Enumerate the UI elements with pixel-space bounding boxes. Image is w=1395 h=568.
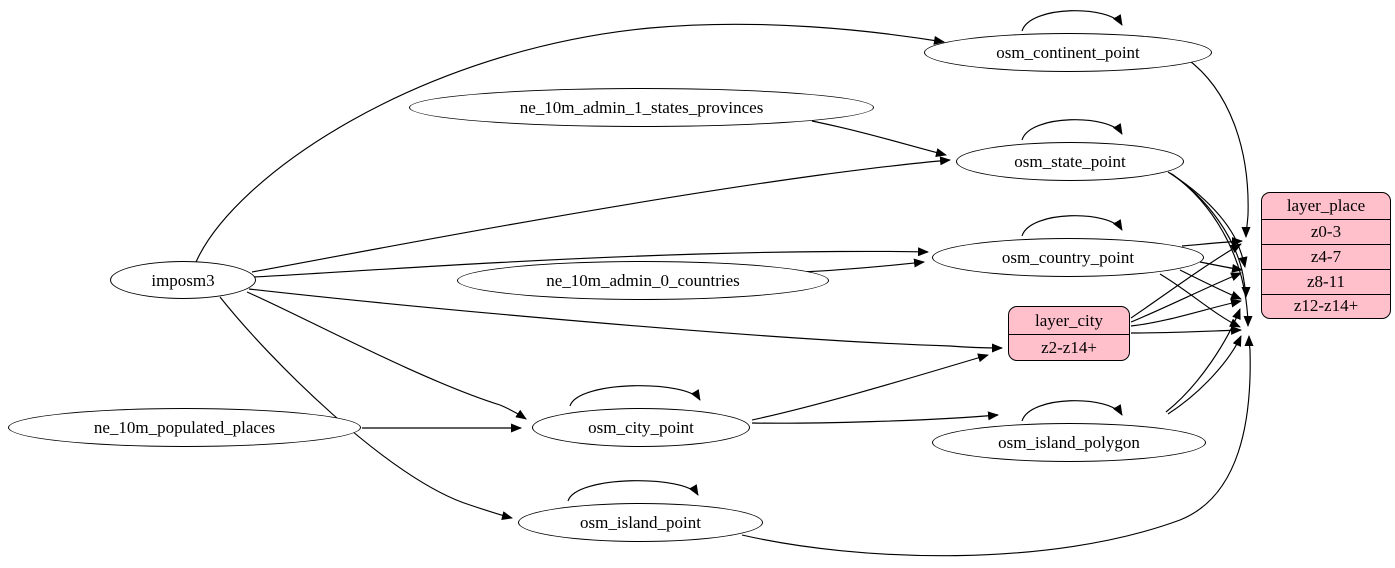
node-label: osm_island_polygon — [998, 433, 1140, 452]
layer_place-zoom-z12-z14plus[interactable]: z12-z14+ — [1262, 293, 1390, 318]
edge-imposm3-to-osm_city_point — [246, 291, 527, 420]
node-layer_city[interactable]: layer_city z2-z14+ — [1008, 306, 1130, 361]
edge-ne_states_provinces-to-osm_state_point — [811, 120, 947, 157]
edge-osm_country_point-to-layer_place-z4-7 — [1199, 261, 1243, 273]
layer_city-title: layer_city — [1035, 310, 1103, 330]
layer_place-zoom-z0-3[interactable]: z0-3 — [1262, 218, 1390, 244]
node-label: osm_state_point — [1014, 152, 1126, 171]
node-osm_state_point[interactable]: osm_state_point — [956, 142, 1184, 181]
edge-imposm3-to-osm_country_point — [253, 247, 929, 278]
edge-osm_state_point-to-layer_place-z12-z14+ — [1171, 173, 1253, 327]
edge-imposm3-to-layer_city — [248, 288, 1003, 353]
node-ne_10m_admin_0_countries[interactable]: ne_10m_admin_0_countries — [457, 261, 829, 300]
edge-osm_city_point-to-osm_island_polygon — [751, 411, 999, 424]
edge-layer_city-to-layer_place-z0-3 — [1130, 243, 1242, 319]
edge-ne_admin_0_countries-to-osm_country_point — [799, 258, 925, 273]
node-osm_island_point[interactable]: osm_island_point — [518, 503, 763, 542]
edge-imposm3-to-osm_island_point — [219, 296, 513, 520]
node-osm_city_point[interactable]: osm_city_point — [532, 408, 750, 447]
node-ne_10m_admin_1_states_provinces[interactable]: ne_10m_admin_1_states_provinces — [409, 88, 874, 127]
edge-layer_city-to-layer_place-z12-z14+ — [1130, 325, 1242, 335]
layer_place-zoom-z8-11[interactable]: z8-11 — [1262, 268, 1390, 294]
edge-osm_continent_point-self-loop — [1021, 10, 1123, 32]
layer_city-zoom-z2-z14plus[interactable]: z2-z14+ — [1009, 334, 1129, 360]
edge-osm_island_polygon-to-layer_place-z8-11 — [1165, 308, 1241, 413]
node-label: osm_city_point — [588, 418, 694, 437]
edge-osm_island_polygon-self-loop — [1021, 400, 1123, 422]
node-label: ne_10m_admin_1_states_provinces — [519, 98, 764, 117]
edge-osm_island_polygon-to-layer_place-z12-z14+ — [1167, 335, 1242, 415]
edge-osm_state_point-self-loop — [1021, 119, 1123, 141]
edge-osm_country_point-to-layer_place-z12-z14+ — [1159, 273, 1241, 328]
node-imposm3[interactable]: imposm3 — [110, 261, 256, 299]
edge-osm_city_point-self-loop — [569, 385, 701, 407]
node-label: osm_island_point — [580, 513, 701, 532]
node-ne_10m_populated_places[interactable]: ne_10m_populated_places — [8, 408, 361, 447]
node-layer_place[interactable]: layer_place z0-3 z4-7 z8-11 z12-z14+ — [1261, 192, 1391, 319]
edge-osm_continent_point-to-layer_place-z0-3 — [1185, 57, 1251, 238]
node-label: imposm3 — [151, 270, 215, 290]
node-label: ne_10m_populated_places — [93, 418, 276, 437]
node-osm_country_point[interactable]: osm_country_point — [932, 238, 1204, 277]
edge-osm_country_point-to-layer_place-z0-3 — [1181, 237, 1243, 247]
edge-osm_island_point-self-loop — [567, 480, 699, 502]
node-label: osm_country_point — [1001, 248, 1135, 267]
edge-osm_city_point-to-layer_city — [751, 353, 989, 421]
edge-layer_city-to-layer_place-z4-7 — [1130, 272, 1242, 323]
node-osm_continent_point[interactable]: osm_continent_point — [924, 33, 1212, 72]
edge-imposm3-to-osm_state_point — [251, 156, 951, 273]
edge-osm_island_point-to-layer_place-z12-z14+ — [741, 335, 1254, 557]
edge-layer_city-to-layer_place-z8-11 — [1130, 298, 1242, 327]
layer_place-zoom-z4-7[interactable]: z4-7 — [1262, 243, 1390, 269]
node-label: ne_10m_admin_0_countries — [546, 271, 740, 290]
edge-imposm3-to-osm_continent_point — [195, 23, 945, 263]
node-osm_island_polygon[interactable]: osm_island_polygon — [932, 423, 1206, 462]
edge-osm_country_point-self-loop — [1021, 215, 1123, 237]
edge-osm_state_point-to-layer_place-z8-11 — [1169, 172, 1251, 298]
edge-osm_country_point-to-layer_place-z8-11 — [1179, 269, 1242, 300]
node-label: osm_continent_point — [996, 43, 1140, 62]
layer_place-title: layer_place — [1286, 196, 1366, 215]
